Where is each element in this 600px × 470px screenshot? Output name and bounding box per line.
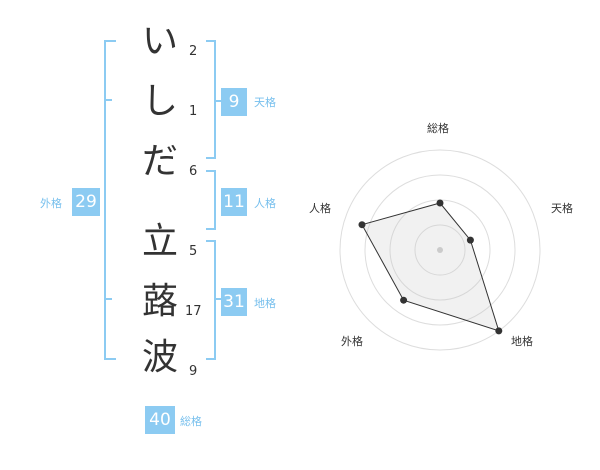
gaikaku-label: 外格 bbox=[40, 197, 62, 210]
radar-point-4 bbox=[400, 296, 408, 304]
name-char-6: 波 bbox=[141, 337, 178, 378]
radar-axis-label-chikaku: 地格 bbox=[511, 335, 533, 348]
tenkaku-label: 天格 bbox=[254, 96, 276, 109]
name-char-2: し bbox=[141, 81, 178, 122]
jinkaku-label: 人格 bbox=[254, 197, 276, 210]
name-char-3: だ bbox=[141, 141, 178, 182]
name-char-1: い bbox=[141, 21, 178, 62]
radar-axis-label-soukaku: 総格 bbox=[427, 122, 449, 135]
radar-axis-label-gaikaku: 外格 bbox=[341, 335, 363, 348]
chikaku-badge: 31 bbox=[221, 288, 247, 316]
radar-axis-label-tenkaku: 天格 bbox=[551, 202, 573, 215]
name-char-4: 立 bbox=[141, 221, 178, 262]
stroke-count-5: 17 bbox=[185, 304, 202, 319]
stroke-count-1: 2 bbox=[189, 44, 198, 59]
soukaku-badge: 40 bbox=[145, 406, 175, 434]
name-char-5: 蕗 bbox=[141, 281, 178, 322]
tenkaku-badge: 9 bbox=[221, 88, 247, 116]
stroke-count-4: 5 bbox=[189, 244, 198, 259]
stroke-count-2: 1 bbox=[189, 104, 198, 119]
radar-grid-ring bbox=[364, 174, 516, 326]
radar-axis-label-jinkaku: 人格 bbox=[309, 202, 331, 215]
radar-center-dot bbox=[437, 247, 443, 253]
stroke-count-3: 6 bbox=[189, 164, 198, 179]
radar-point-1 bbox=[436, 199, 444, 207]
chikaku-label: 地格 bbox=[254, 297, 276, 310]
radar-point-5 bbox=[358, 221, 366, 229]
radar-data-polygon bbox=[361, 202, 500, 332]
gaikaku-badge: 29 bbox=[72, 188, 100, 216]
radar-point-3 bbox=[495, 327, 503, 335]
radar-grid-ring bbox=[414, 224, 466, 276]
jinkaku-badge: 11 bbox=[221, 188, 247, 216]
soukaku-label: 総格 bbox=[180, 415, 202, 428]
radar-point-2 bbox=[466, 236, 474, 244]
stroke-count-6: 9 bbox=[189, 364, 198, 379]
